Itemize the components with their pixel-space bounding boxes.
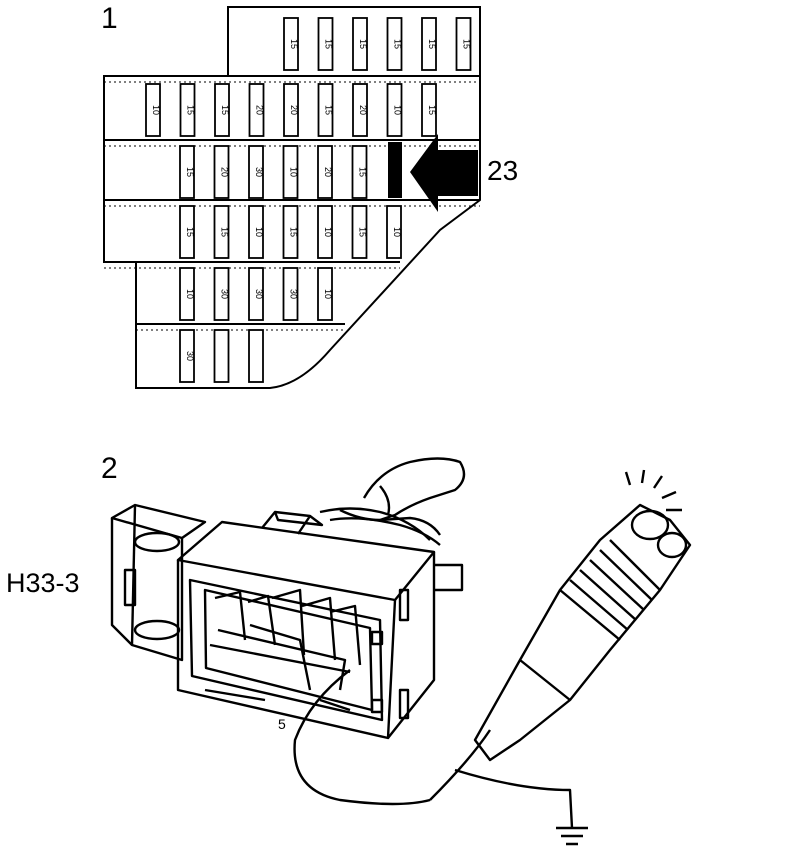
- fuse-slot: [317, 17, 334, 71]
- fuse-rating: 20: [220, 167, 230, 177]
- fuse-rating: 15: [358, 227, 368, 237]
- fuse-slot: [421, 83, 437, 137]
- fuse-rating: 15: [289, 227, 299, 237]
- fuse-slot: [213, 145, 230, 199]
- fuse-slot: [213, 205, 230, 259]
- fuse-slot: [352, 17, 368, 71]
- fuse-rating: 10: [289, 167, 299, 177]
- fuse-rating: 15: [324, 39, 334, 49]
- fuse-rating: 15: [220, 105, 230, 115]
- fuse-rating: 15: [289, 39, 299, 49]
- fuse-rating: 30: [185, 351, 195, 361]
- fuse-box: [103, 6, 481, 389]
- fuse-slot: [386, 17, 403, 71]
- fuse-slot: [283, 83, 299, 137]
- fuse-slot: [179, 205, 195, 259]
- fuse-slot: [455, 17, 472, 71]
- fuse-rating: 30: [220, 289, 230, 299]
- fuse-rating: 30: [254, 289, 264, 299]
- arrow-23: [410, 134, 478, 212]
- fuse-slot: [351, 145, 368, 199]
- fuse-rating: 15: [186, 105, 196, 115]
- fuse-slot: [213, 329, 230, 383]
- fuse-slot: [283, 17, 299, 71]
- fuse-slot: [179, 267, 195, 321]
- fuse-slot: [179, 329, 195, 383]
- fuse-slot: [248, 145, 264, 199]
- fuse-rating: 20: [289, 105, 299, 115]
- fuse-rating: 15: [427, 39, 437, 49]
- fuse-23-highlight: [388, 142, 402, 198]
- fuse-slot: [179, 83, 196, 137]
- fuse-rating: 20: [255, 105, 265, 115]
- fuse-rating: 15: [393, 39, 403, 49]
- fuse-rating: 10: [151, 105, 161, 115]
- connector-label: H33-3: [6, 568, 80, 598]
- fuse-rating: 15: [358, 39, 368, 49]
- fuse-rating: 10: [323, 289, 333, 299]
- fuse-slot: [421, 17, 437, 71]
- fuse-slot: [317, 83, 334, 137]
- connector-h33-3: [110, 457, 466, 740]
- fuse-rating: 15: [358, 167, 368, 177]
- fuse-slot: [282, 145, 299, 199]
- fuse-rating: 20: [323, 167, 333, 177]
- fuse-rating: 10: [393, 105, 403, 115]
- pin-label: 5: [278, 716, 286, 732]
- fuse-rating: 15: [220, 227, 230, 237]
- fuse-rating: 30: [289, 289, 299, 299]
- fuse-slot: [248, 83, 265, 137]
- fuse-slot: [386, 205, 402, 259]
- fuse-slot: [317, 205, 333, 259]
- fuse-slot: [317, 145, 333, 199]
- fuse-slot: [248, 267, 264, 321]
- fuse-rating: 20: [358, 105, 368, 115]
- fuse-rating: 30: [254, 167, 264, 177]
- fuse-slot: [145, 83, 161, 137]
- fuse-slot: [386, 83, 403, 137]
- fuse-slot: [352, 83, 368, 137]
- fuse-slot: [351, 205, 368, 259]
- fuse-array: 15 15 15 15 15 15 10 15 15 20 20 15 20 10 15 15 20 30 10 20…: [145, 17, 472, 383]
- fuse-rating: 15: [324, 105, 334, 115]
- test-lamp-probe: [293, 469, 692, 846]
- fuse-rating: 15: [427, 105, 437, 115]
- fuse-slot: [179, 145, 195, 199]
- fuse-slot: [317, 267, 333, 321]
- fuse-slot: [248, 205, 264, 259]
- fuse-rating: 10: [323, 227, 333, 237]
- figure-2-number: 2: [101, 452, 118, 485]
- fuse-slot: [248, 329, 264, 383]
- fuse-slot: [213, 267, 230, 321]
- fuse-slot: [214, 83, 230, 137]
- fuse-slot: [282, 267, 299, 321]
- arrow-reference-label: 23: [487, 155, 519, 186]
- fuse-rating: 15: [462, 39, 472, 49]
- fuse-rating: 10: [392, 227, 402, 237]
- figure-1-number: 1: [101, 2, 118, 35]
- fuse-slot: [282, 205, 299, 259]
- fuse-rating: 15: [185, 227, 195, 237]
- fuse-rating: 15: [185, 167, 195, 177]
- fuse-rating: 10: [185, 289, 195, 299]
- fuse-rating: 10: [254, 227, 264, 237]
